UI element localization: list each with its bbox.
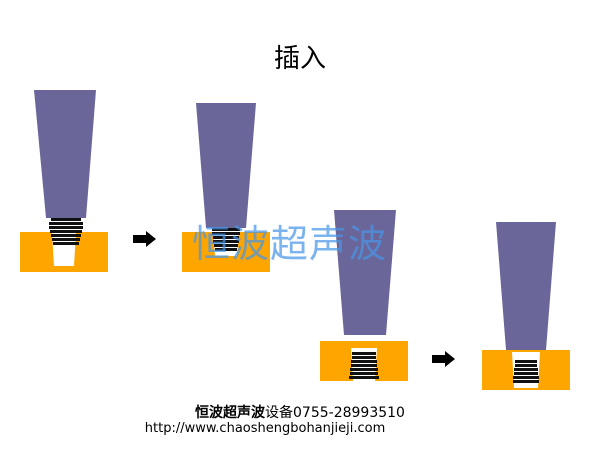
step-3: [320, 210, 408, 381]
footer-brand: 恒波超声波: [195, 405, 266, 421]
arrow-2: [432, 351, 455, 367]
ridged-part: [212, 228, 240, 251]
fixture-cavity: [52, 232, 76, 266]
watermark: 恒波超声波: [192, 222, 388, 266]
horn: [196, 103, 256, 228]
step-1: [20, 90, 108, 272]
step-2: [182, 103, 270, 272]
ridged-part: [49, 218, 83, 245]
horn: [496, 222, 556, 350]
arrow-1: [133, 231, 156, 247]
ridged-part: [349, 352, 379, 379]
step-4: [482, 222, 570, 390]
footer-phone: 设备0755-28993510: [265, 405, 405, 421]
ridged-part: [513, 360, 539, 383]
horn: [34, 90, 96, 218]
footer-url[interactable]: http://www.chaoshengbohanjieji.com: [144, 421, 386, 436]
footer-company: 恒波超声波设备0755-28993510: [0, 402, 600, 422]
horn: [334, 210, 396, 335]
page-title: 插入: [273, 44, 326, 74]
